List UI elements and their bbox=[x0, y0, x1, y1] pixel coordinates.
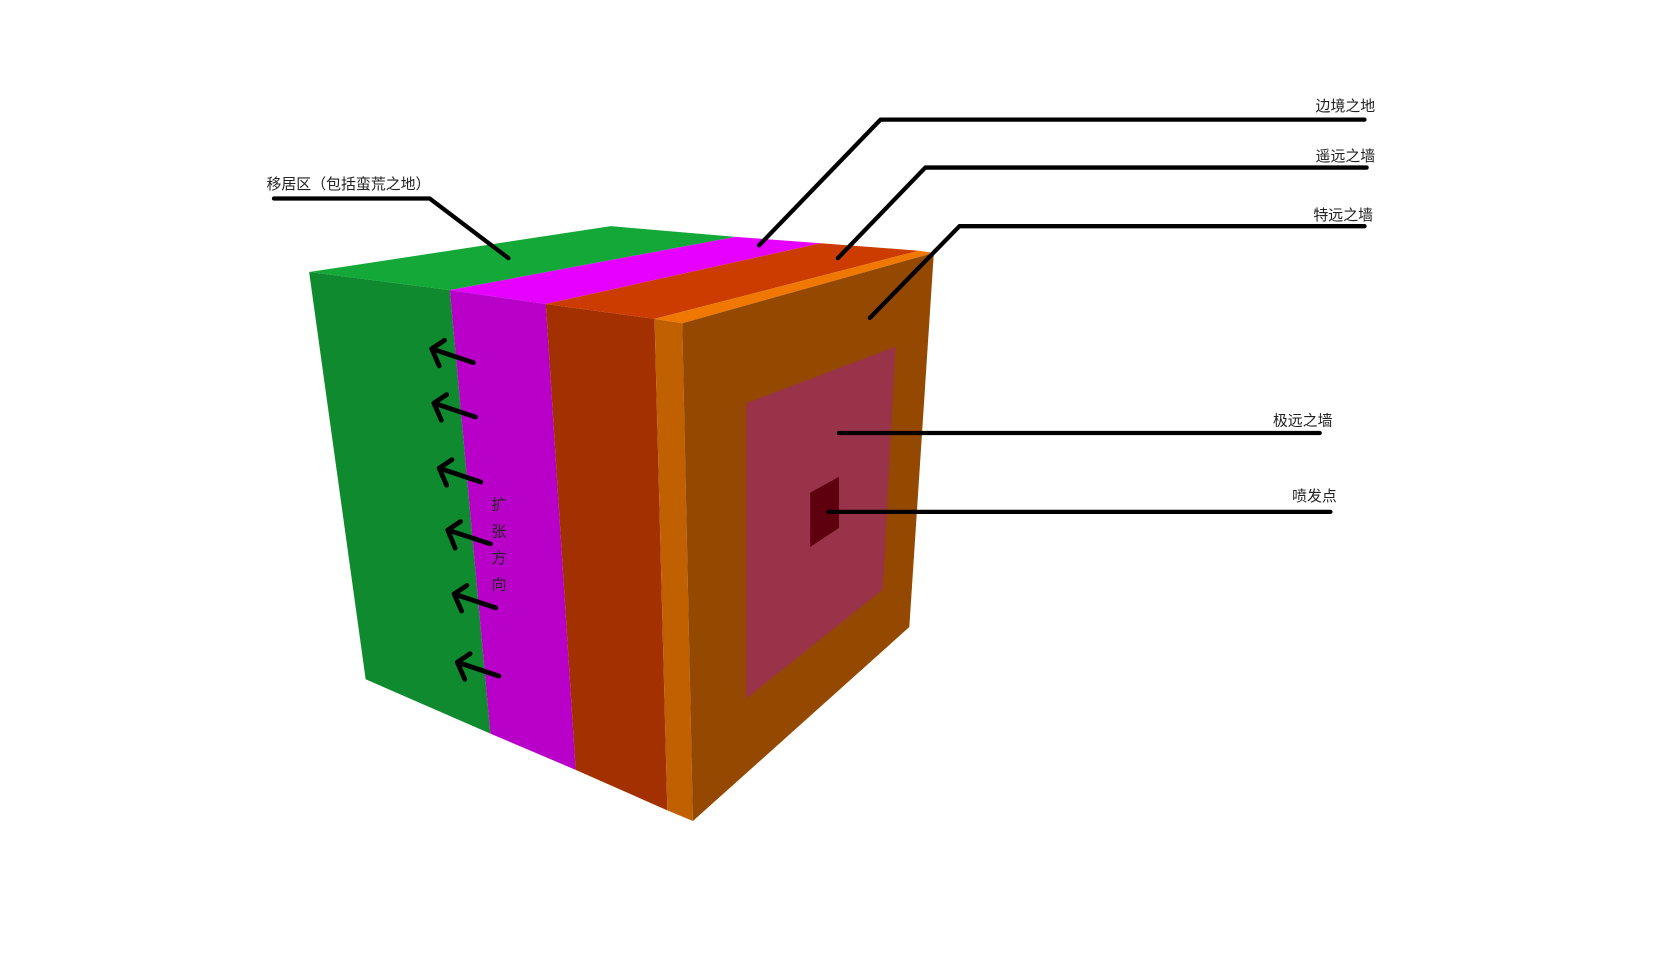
label-farthest-wall: 极远之墙 bbox=[1273, 412, 1333, 430]
label-distant-wall: 遥远之墙 bbox=[1316, 147, 1376, 165]
top-magenta-strip bbox=[449, 236, 821, 305]
callout-line-borderland bbox=[756, 117, 1367, 248]
arrow-icon bbox=[451, 583, 499, 614]
callout-line-settlement bbox=[271, 196, 511, 261]
side-magenta-strip bbox=[449, 290, 576, 770]
side-red-strip bbox=[545, 304, 668, 811]
top-orange-strip bbox=[654, 250, 934, 324]
top-red-strip bbox=[545, 243, 919, 319]
arrow-icon bbox=[436, 457, 484, 488]
arrow-icon bbox=[445, 519, 493, 551]
expansion-direction-char: 张 bbox=[491, 522, 506, 540]
callout-line-very-distant-wall bbox=[867, 224, 1367, 320]
label-settlement-zone: 移居区（包括蛮荒之地） bbox=[267, 175, 431, 193]
side-green-strip bbox=[309, 272, 491, 734]
arrow-icon bbox=[429, 337, 476, 369]
label-borderland: 边境之地 bbox=[1316, 97, 1376, 115]
label-very-distant-wall: 特远之墙 bbox=[1313, 206, 1373, 224]
side-orange-strip bbox=[654, 318, 693, 822]
expansion-arrows bbox=[429, 337, 502, 682]
arrow-icon bbox=[431, 392, 478, 423]
callout-line-distant-wall bbox=[835, 165, 1369, 261]
arrow-icon bbox=[454, 651, 502, 682]
top-green-strip bbox=[309, 226, 736, 291]
expansion-direction-char: 扩 bbox=[491, 496, 506, 514]
label-eruption-point: 喷发点 bbox=[1292, 487, 1337, 505]
expansion-direction-char: 方 bbox=[491, 549, 506, 567]
eruption-point-mark bbox=[810, 476, 839, 548]
expansion-direction-char: 向 bbox=[491, 576, 506, 594]
